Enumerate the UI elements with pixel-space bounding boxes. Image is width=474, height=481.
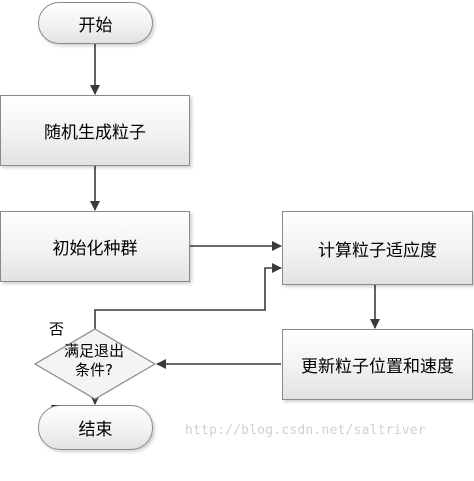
update-position-label: 更新粒子位置和速度 (301, 357, 454, 377)
end-node: 结束 (38, 405, 153, 450)
end-label: 结束 (78, 420, 113, 440)
init-population-label: 初始化种群 (52, 239, 138, 259)
decision-label-line2: 条件? (75, 361, 113, 379)
no-label: 否 (49, 320, 65, 338)
init-population-node: 初始化种群 (0, 211, 190, 282)
compute-fitness-node: 计算粒子适应度 (282, 211, 473, 285)
generate-particles-node: 随机生成粒子 (0, 95, 190, 166)
decision-diamond (33, 328, 157, 400)
watermark-text: http://blog.csdn.net/saltriver (185, 423, 426, 438)
start-node: 开始 (38, 2, 153, 44)
start-label: 开始 (78, 15, 113, 36)
decision-label: 满足退出 条件? (34, 342, 154, 380)
decision-label-line1: 满足退出 (63, 342, 124, 360)
generate-particles-label: 随机生成粒子 (44, 123, 146, 143)
compute-fitness-label: 计算粒子适应度 (318, 240, 437, 261)
edge-no-loop (94, 263, 282, 331)
update-position-node: 更新粒子位置和速度 (282, 329, 473, 400)
